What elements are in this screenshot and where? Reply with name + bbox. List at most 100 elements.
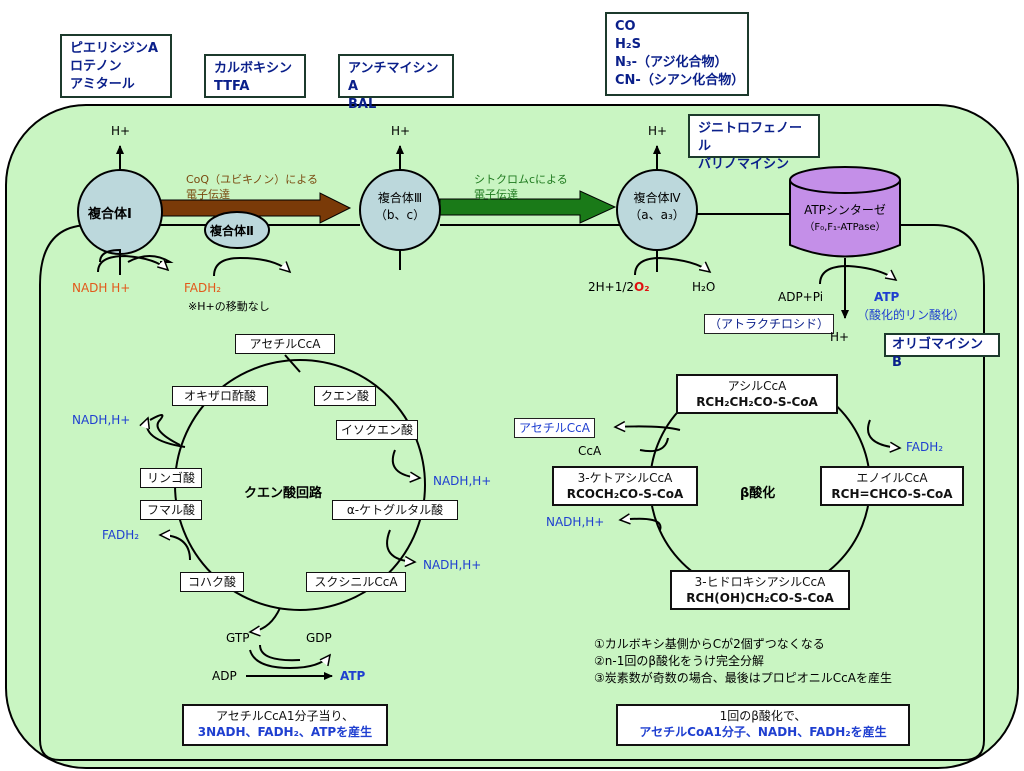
tca-oxaloacetate: オキザロ酢酸 xyxy=(172,386,268,406)
tca-nadh-curl-1 xyxy=(149,414,181,446)
coq-label-line2: 電子伝達 xyxy=(186,188,230,201)
inhibitor-box-complex4: CO H₂S N₃-（アジ化合物） CN-（シアン化合物） xyxy=(605,12,749,96)
inhibitor-piericidin: ピエリシジンA xyxy=(70,41,159,56)
etc-fadh2: FADH₂ xyxy=(184,281,222,295)
beta-note-1: ①カルボキシ基側からCが2個ずつなくなる xyxy=(594,637,825,651)
water-reactant: 2H+1/2O₂ xyxy=(588,280,650,294)
water-reactant-text: 2H+1/2 xyxy=(588,280,635,294)
tca-nadh-2: NADH,H+ xyxy=(433,474,492,488)
beta-acetylcoa-out: アセチルCcA xyxy=(514,418,595,438)
beta-nadh-curl xyxy=(618,513,662,531)
tca-succinylcoa: スクシニルCcA xyxy=(306,572,406,592)
water-product: H₂O xyxy=(692,280,716,294)
beta-acetyl-curl xyxy=(613,420,681,433)
synthase-top xyxy=(789,166,901,194)
beta-hydroxyacylcoa-name: 3-ヒドロキシアシルCcA xyxy=(694,575,826,589)
cytc-label-line2: 電子伝達 xyxy=(474,188,518,201)
atp-label: ATP xyxy=(874,290,900,304)
beta-summary-line1: 1回のβ酸化で、 xyxy=(719,709,807,723)
complex4-name: 複合体Ⅳ xyxy=(633,191,681,205)
beta-acylcoa-name: アシルCcA xyxy=(727,379,787,393)
complex3-name: 複合体Ⅲ xyxy=(377,191,423,205)
beta-acylcoa-formula: RCH₂CH₂CO-S-CoA xyxy=(696,395,818,409)
tca-summary-box: アセチルCcA1分子当り、 3NADH、FADH₂、ATPを産生 xyxy=(182,704,388,746)
complex1-curl xyxy=(97,254,170,273)
complex1-loop xyxy=(99,248,174,263)
beta-note-2: ②n-1回のβ酸化をうけ完全分解 xyxy=(594,654,764,668)
synthase-sub: （F₀,F₁-ATPase） xyxy=(804,222,886,233)
tca-citrate: クエン酸 xyxy=(314,386,376,406)
cytc-label-line1: シトクロムcによる xyxy=(474,173,568,186)
coq-arrow xyxy=(159,192,352,224)
water-o2: O₂ xyxy=(634,280,650,294)
complex2-ellipse xyxy=(204,211,270,249)
atractyloside-box: （アトラクチロシド） xyxy=(704,314,835,334)
tca-summary-line1: アセチルCcA1分子当り、 xyxy=(215,709,355,723)
oligomycin-box: オリゴマイシンB xyxy=(884,333,1000,370)
beta-title: β酸化 xyxy=(740,486,776,501)
tca-nadh-curl-1b xyxy=(139,416,186,448)
inhibitor-rotenone: ロテノン xyxy=(70,59,122,74)
tca-nadh-curl-3 xyxy=(386,529,417,568)
coq-label: CoQ（ユビキノン）による 電子伝達 xyxy=(186,172,318,202)
inhibitor-h2s: H₂S xyxy=(615,37,641,52)
cytc-label: シトクロムcによる 電子伝達 xyxy=(474,172,568,202)
tca-gtp: GTP xyxy=(226,631,250,645)
beta-enoylcoa: エノイルCcA RCH=CHCO-S-CoA xyxy=(820,466,964,506)
inhibitor-azide: N₃-（アジ化合物） xyxy=(615,55,728,70)
inhibitor-co: CO xyxy=(615,19,636,34)
etc-nadh: NADH H+ xyxy=(72,281,131,295)
tca-summary-line2: 3NADH、FADH₂、ATPを産生 xyxy=(197,725,373,739)
tca-nadh-3: NADH,H+ xyxy=(423,558,482,572)
inhibitor-amytal: アミタール xyxy=(70,77,135,92)
inhibitor-bal: BAL xyxy=(348,97,377,112)
complex4-label: 複合体Ⅳ （a、a₃） xyxy=(622,190,692,224)
hplus-c3: H+ xyxy=(391,124,411,138)
tca-fumarate: フマル酸 xyxy=(140,500,202,520)
tca-nadh-1: NADH,H+ xyxy=(72,413,131,427)
beta-nadh: NADH,H+ xyxy=(546,515,605,529)
tca-gdp-curl xyxy=(259,644,301,662)
complex4-curl xyxy=(634,256,712,276)
tca-fadh2-curl xyxy=(158,529,191,561)
beta-enoylcoa-formula: RCH=CHCO-S-CoA xyxy=(831,487,953,501)
tca-succinate: コハク酸 xyxy=(180,572,244,592)
tca-acetylcoa: アセチルCcA xyxy=(235,334,335,354)
inhibitor-ttfa: TTFA xyxy=(214,79,250,94)
hplus-c1: H+ xyxy=(111,124,131,138)
coq-label-line1: CoQ（ユビキノン）による xyxy=(186,173,318,186)
beta-note-3: ③炭素数が奇数の場合、最後はプロピオニルCcAを産生 xyxy=(594,671,892,685)
tca-adp: ADP xyxy=(212,669,237,683)
beta-ketoacylcoa-name: 3-ケトアシルCcA xyxy=(577,471,673,485)
beta-fadh2: FADH₂ xyxy=(906,440,944,454)
beta-summary-line2: アセチルCoA1分子、NADH、FADH₂を産生 xyxy=(639,725,887,739)
inhibitor-box-complex3: アンチマイシンA BAL xyxy=(338,54,454,112)
uncoupler-valinomycin: バリノマイシン xyxy=(698,157,790,172)
inner-membrane xyxy=(39,224,985,761)
beta-coa: CcA xyxy=(578,444,602,458)
tca-title: クエン酸回路 xyxy=(244,486,323,501)
beta-hydroxyacylcoa-formula: RCH(OH)CH₂CO-S-CoA xyxy=(686,591,834,605)
cytc-arrow xyxy=(439,190,617,224)
complex2-curl xyxy=(213,256,292,277)
beta-notes: ①カルボキシ基側からCが2個ずつなくなる ②n-1回のβ酸化をうけ完全分解 ③炭… xyxy=(594,636,892,687)
phosphorylation-label: （酸化的リン酸化） xyxy=(857,308,966,322)
uncoupler-box: ジニトロフェノール バリノマイシン xyxy=(688,114,820,172)
tca-isocitrate: イソクエン酸 xyxy=(336,420,418,440)
beta-summary-box: 1回のβ酸化で、 アセチルCoA1分子、NADH、FADH₂を産生 xyxy=(616,704,910,746)
beta-ketoacylcoa: 3-ケトアシルCcA RCOCH₂CO-S-CoA xyxy=(552,466,698,506)
oligomycin-label: オリゴマイシンB xyxy=(892,337,984,370)
tca-gdp: GDP xyxy=(306,631,332,645)
inhibitor-cyanide: CN-（シアン化合物） xyxy=(615,73,745,88)
uncoupler-dinitrophenol: ジニトロフェノール xyxy=(698,121,803,154)
complex3-label: 複合体Ⅲ （b、c） xyxy=(368,190,432,224)
inhibitor-box-complex1: ピエリシジンA ロテノン アミタール xyxy=(60,34,172,98)
inhibitor-carboxin: カルボキシン xyxy=(214,61,293,76)
beta-hydroxyacylcoa: 3-ヒドロキシアシルCcA RCH(OH)CH₂CO-S-CoA xyxy=(670,570,850,610)
tca-akg: α-ケトグルタル酸 xyxy=(332,500,458,520)
complex1-label: 複合体Ⅰ xyxy=(88,207,132,222)
synthase-curl xyxy=(819,264,898,285)
no-h-move-note: ※H+の移動なし xyxy=(188,300,270,313)
inhibitor-antimycin: アンチマイシンA xyxy=(348,61,439,94)
beta-acylcoa: アシルCcA RCH₂CH₂CO-S-CoA xyxy=(676,374,838,414)
